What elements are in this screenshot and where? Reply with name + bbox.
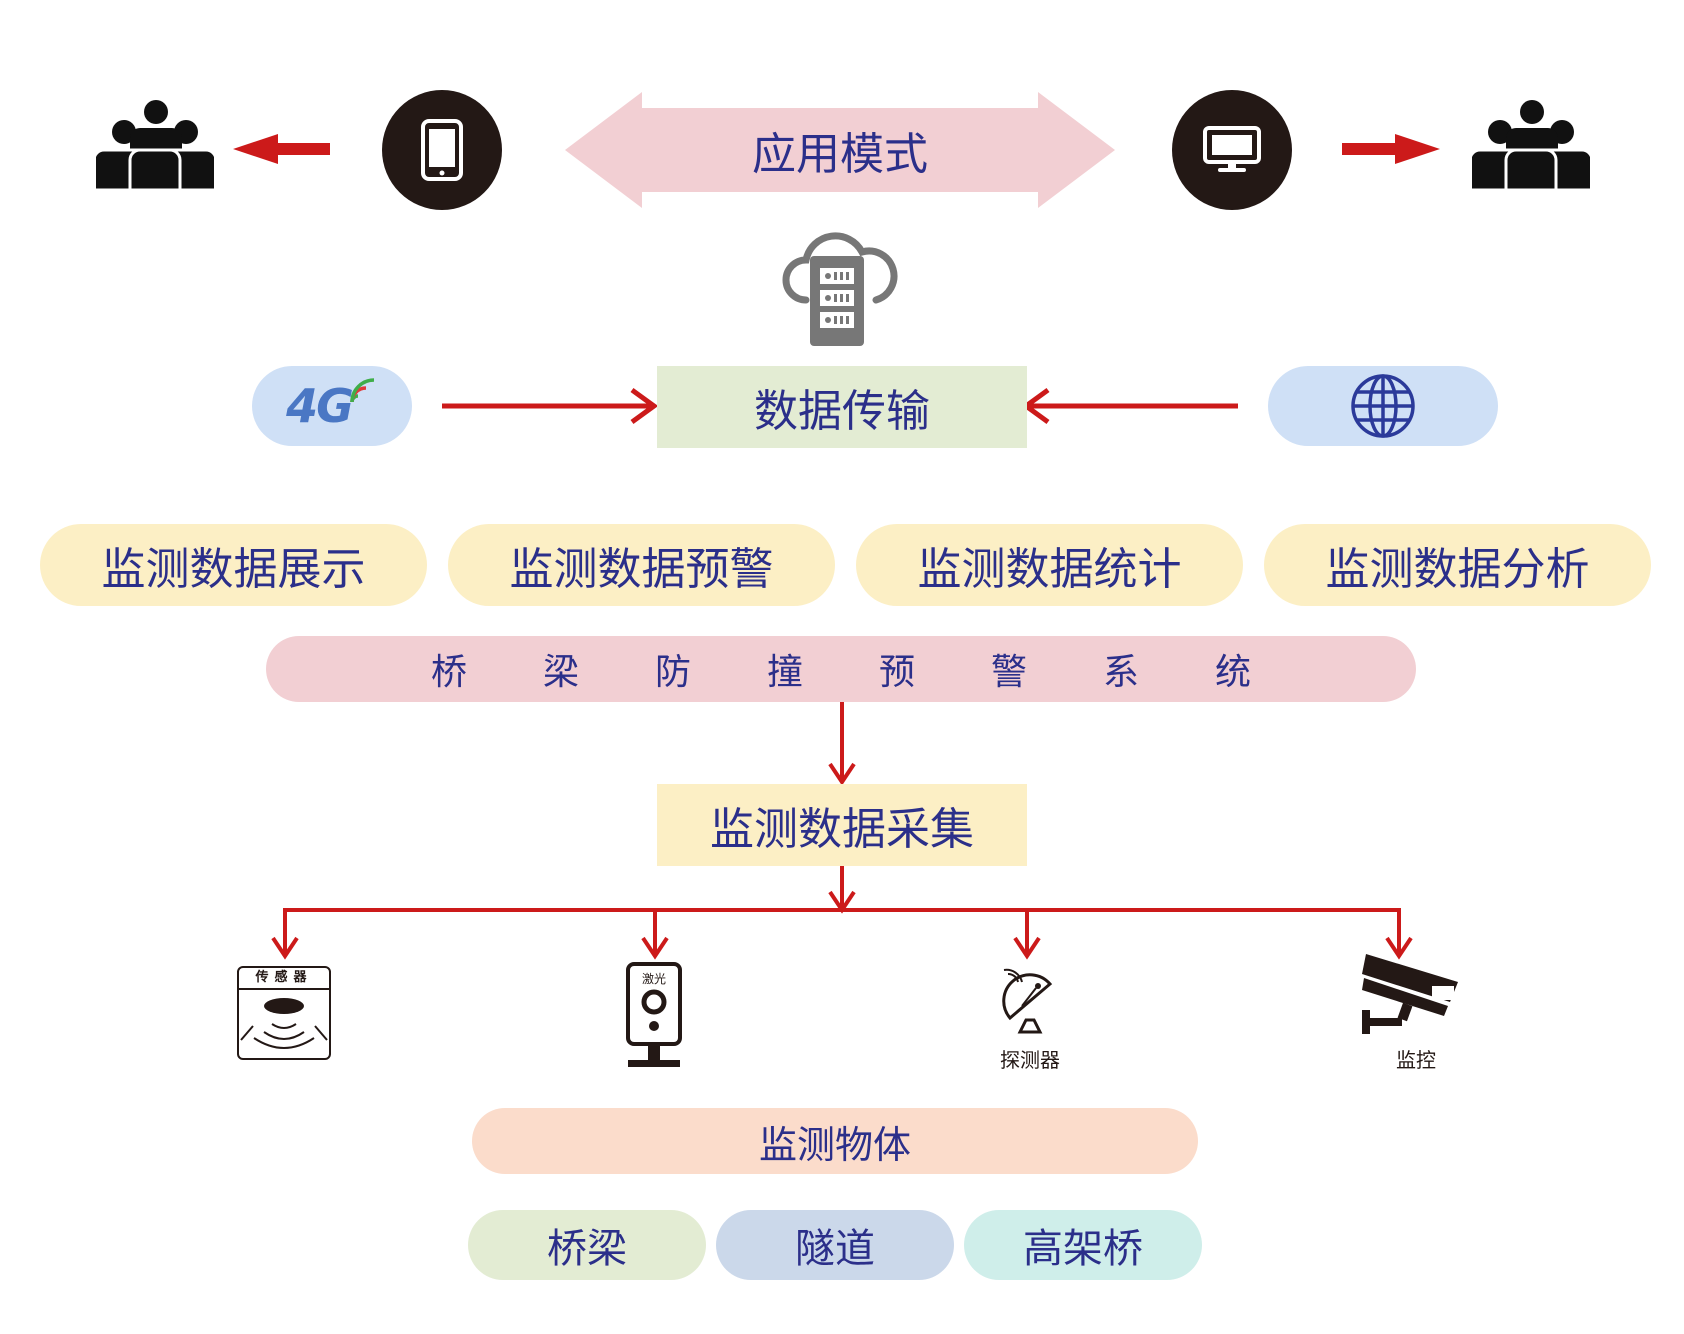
globe-icon <box>1351 374 1415 438</box>
monitored-objects-bar: 监测物体 <box>472 1108 1198 1174</box>
network-4g-pill: 4G <box>252 366 412 446</box>
function-warning-pill: 监测数据预警 <box>448 524 835 606</box>
laser-scanner-icon <box>626 962 682 1067</box>
system-bar: 桥 梁 防 撞 预 警 系 统 <box>266 636 1416 702</box>
system-char: 防 <box>654 652 691 693</box>
security-camera-icon <box>1362 954 1458 1034</box>
app-mode-label: 应用模式 <box>752 129 928 180</box>
system-char: 桥 <box>430 652 467 693</box>
satellite-dish-icon <box>1002 968 1053 1034</box>
user-group-icon-right <box>1472 100 1590 192</box>
desktop-monitor-icon <box>1203 126 1261 172</box>
laser-label: 激光 <box>641 972 666 986</box>
object-tunnel-pill: 隧道 <box>716 1210 954 1280</box>
cloud-server-icon <box>782 232 898 346</box>
app-mode-double-arrow <box>565 92 1115 208</box>
detector-label: 探测器 <box>1000 1048 1060 1072</box>
internet-pill <box>1268 366 1498 446</box>
data-transport-box: 数据传输 <box>657 366 1027 448</box>
sensor-label: 传感器 <box>239 968 329 990</box>
sensor-device: 传感器 <box>237 966 331 1060</box>
sensor-wave-icon <box>240 998 328 1049</box>
system-char: 预 <box>879 652 916 693</box>
user-group-icon-left <box>96 100 214 192</box>
arrow-system-to-collection <box>828 762 856 786</box>
function-statistics-pill: 监测数据统计 <box>856 524 1243 606</box>
data-collection-box: 监测数据采集 <box>657 784 1027 866</box>
function-display-pill: 监测数据展示 <box>40 524 427 606</box>
smartphone-icon <box>421 119 463 181</box>
mobile-client <box>382 90 502 210</box>
system-char: 撞 <box>766 652 803 693</box>
system-char: 警 <box>991 652 1028 693</box>
device-branch-arrows <box>271 910 1413 960</box>
arrow-to-left-people <box>233 134 330 164</box>
arrow-to-right-people <box>1342 134 1440 164</box>
system-char: 系 <box>1103 652 1140 693</box>
system-char: 梁 <box>542 652 579 693</box>
object-bridge-pill: 桥梁 <box>468 1210 706 1280</box>
4g-label: 4G <box>286 379 354 433</box>
monitor-label: 监控 <box>1396 1048 1436 1072</box>
system-char: 统 <box>1215 652 1252 693</box>
function-analysis-pill: 监测数据分析 <box>1264 524 1651 606</box>
arrow-4g-to-transport <box>630 387 659 425</box>
object-viaduct-pill: 高架桥 <box>964 1210 1202 1280</box>
laser-device: 激光 <box>624 960 684 1070</box>
desktop-client <box>1172 90 1292 210</box>
signal-waves-icon <box>350 378 374 403</box>
